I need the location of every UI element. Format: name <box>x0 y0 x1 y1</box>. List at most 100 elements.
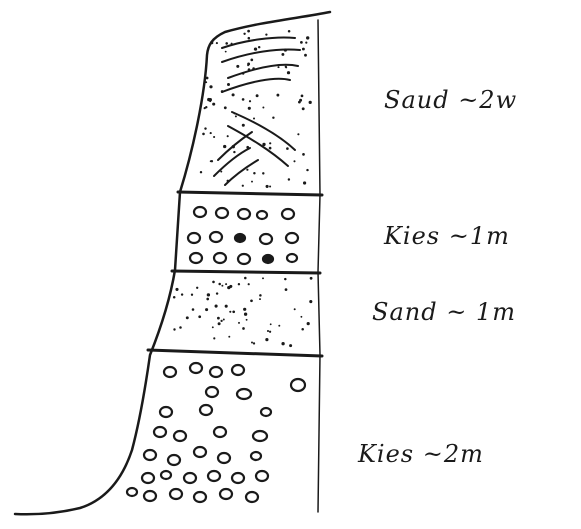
label-gravel-upper: Kies ~1m <box>384 222 510 250</box>
sand-grain <box>216 292 218 294</box>
sand-grain <box>302 48 305 51</box>
sand-grain <box>205 308 208 311</box>
sand-grain <box>242 185 244 187</box>
sand-grain <box>211 42 214 45</box>
sand-grain <box>232 310 235 313</box>
sand-grain <box>269 142 271 144</box>
sand-grain <box>247 30 250 33</box>
sand-grain <box>251 341 253 343</box>
sand-grain <box>250 299 253 302</box>
sand-grain <box>270 323 272 325</box>
gravel-pebbles-base <box>127 363 305 502</box>
sand-grain <box>196 287 198 289</box>
sand-grain <box>233 151 235 153</box>
sand-grain <box>287 71 290 74</box>
sand-grain <box>223 319 225 321</box>
gravel-pebbles-upper <box>188 207 298 264</box>
sand-grain <box>227 83 230 86</box>
sand-grain <box>285 66 287 68</box>
sand-grain <box>262 143 265 146</box>
sand-grain <box>205 81 207 83</box>
sand-grain <box>305 42 307 44</box>
sand-grain <box>225 305 228 308</box>
boundary-gravel-sand-middle <box>172 271 320 273</box>
sand-grain <box>284 49 287 52</box>
sand-grain <box>309 300 312 303</box>
sand-dots-middle <box>173 277 313 347</box>
sand-grain <box>258 46 260 48</box>
sand-grain <box>243 308 246 311</box>
sand-grain <box>267 330 269 332</box>
sand-grain <box>225 51 227 53</box>
sand-grain <box>286 147 289 150</box>
sand-grain <box>251 181 253 183</box>
sand-grain <box>248 37 251 40</box>
sand-grain <box>304 54 307 57</box>
sand-grain <box>186 316 189 319</box>
sand-grain <box>301 328 304 331</box>
sand-grain <box>300 316 302 318</box>
sand-grain <box>211 160 213 162</box>
sand-grain <box>306 169 308 171</box>
sand-grain <box>198 315 201 318</box>
sand-grain <box>212 103 215 106</box>
sand-grain <box>301 95 304 98</box>
sand-grain <box>244 313 247 316</box>
label-gravel-base: Kies ~2m <box>358 440 484 468</box>
sand-grain <box>221 90 224 93</box>
sand-grain <box>252 67 255 70</box>
label-sand-middle: Sand ~ 1m <box>372 298 516 326</box>
sand-grain <box>213 136 215 138</box>
sand-grain <box>288 178 290 180</box>
sand-grain <box>281 342 284 345</box>
sand-grain <box>253 172 255 174</box>
sand-grain <box>206 77 209 80</box>
sand-grain <box>262 107 264 109</box>
sand-grain <box>269 147 272 150</box>
sand-grain <box>284 278 286 280</box>
cliff-face-outline <box>15 12 330 514</box>
sand-grain <box>173 328 175 330</box>
sand-grain <box>269 185 271 187</box>
sand-grain <box>179 326 182 329</box>
sand-grain <box>278 325 280 327</box>
sand-grain <box>216 42 218 44</box>
sand-grain <box>289 344 292 347</box>
sand-grain <box>293 160 295 162</box>
sand-grain <box>277 66 279 68</box>
sand-grain <box>202 133 205 136</box>
sand-grain <box>209 85 212 88</box>
sand-grain <box>242 98 245 101</box>
sand-grain <box>307 322 310 325</box>
sand-grain <box>231 43 233 45</box>
sand-grain <box>272 116 274 118</box>
sand-grain <box>227 135 229 137</box>
sand-grain <box>276 94 279 97</box>
sand-grain <box>248 283 250 285</box>
sand-grain <box>229 311 231 313</box>
sand-grain <box>253 342 255 344</box>
label-sand-top: Saud ~2w <box>384 86 517 114</box>
sand-grain <box>256 94 259 97</box>
sand-grain <box>210 132 212 134</box>
sand-grain <box>212 326 214 328</box>
sand-grain <box>269 331 271 333</box>
sand-grain <box>242 327 245 330</box>
sand-grain <box>224 106 227 109</box>
sand-grain <box>306 36 309 39</box>
sand-grain <box>220 320 222 322</box>
sand-grain <box>213 337 215 339</box>
sand-grain <box>173 296 176 299</box>
sand-grain <box>235 115 237 117</box>
sand-grain <box>207 293 210 296</box>
sand-grain <box>262 172 264 174</box>
sand-grain <box>246 319 248 321</box>
sand-grain <box>232 145 235 148</box>
sand-grain <box>236 65 239 68</box>
sand-grain <box>246 169 248 171</box>
sand-grain <box>191 294 193 296</box>
sand-grain <box>266 185 269 188</box>
boundary-sand-gravel-base <box>148 350 322 356</box>
sand-grain <box>206 298 209 301</box>
